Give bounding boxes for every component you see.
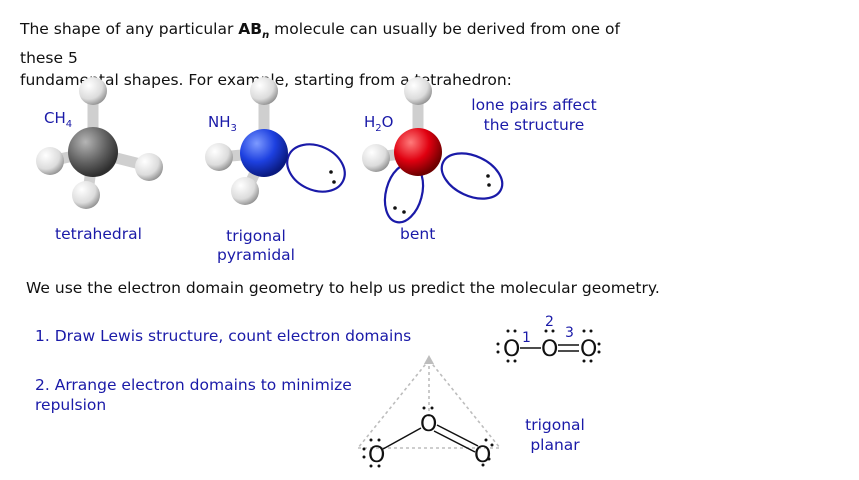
geometry-label-line-2: planar	[530, 436, 580, 454]
step-2-line-2: repulsion	[35, 396, 107, 414]
trigonal-planar-diagram: O O O	[357, 355, 501, 468]
lewis-o-2: O	[541, 337, 558, 362]
formula-h2o-sub: 2	[375, 123, 382, 134]
hydrogen-atom	[79, 77, 107, 105]
planar-o-center: O	[420, 412, 437, 437]
intro-n: n	[262, 30, 270, 42]
lone-pair-note: lone pairs affect the structure	[466, 95, 602, 135]
geometry-label-line-1: trigonal	[525, 416, 585, 434]
domain-number-2: 2	[545, 314, 554, 330]
formula-ch4: CH4	[44, 109, 72, 130]
water-model	[362, 77, 504, 224]
step-2: 2. Arrange electron domains to minimize …	[35, 375, 352, 415]
formula-nh3-sub: 3	[230, 123, 237, 134]
hydrogen-atom	[250, 77, 278, 105]
carbon-atom	[68, 127, 118, 177]
lewis-structure: O O O	[496, 329, 601, 363]
note-line-1: lone pairs affect	[471, 96, 597, 114]
planar-o-left: O	[368, 443, 385, 468]
nitrogen-atom	[240, 129, 288, 177]
intro-paragraph: The shape of any particular ABn molecule…	[20, 18, 620, 91]
formula-nh3: NH3	[208, 113, 237, 134]
lone-pair-lobe	[440, 152, 504, 200]
step-1: 1. Draw Lewis structure, count electron …	[35, 327, 412, 345]
hydrogen-atom	[72, 181, 100, 209]
domain-numbers: 1 2 3	[522, 314, 574, 346]
shape-label-bent: bent	[400, 225, 436, 243]
hydrogen-atom	[404, 77, 432, 105]
hydrogen-atom	[231, 177, 259, 205]
methane-model	[36, 77, 163, 209]
intro-line-1: The shape of any particular ABn molecule…	[20, 18, 620, 69]
formula-ch4-sub: 4	[65, 119, 73, 130]
shape-label-tetrahedral: tetrahedral	[55, 225, 142, 243]
lone-pair-lobe	[286, 143, 346, 193]
shape-label-tp-line1: trigonal	[226, 227, 286, 245]
domain-number-1: 1	[522, 330, 531, 346]
lewis-o-3: O	[580, 337, 597, 362]
oxygen-atom	[394, 128, 442, 176]
shape-label-tp-line2: pyramidal	[217, 246, 295, 264]
step-2-line-1: 2. Arrange electron domains to minimize	[35, 376, 352, 394]
intro-text-a: The shape of any particular	[20, 20, 239, 38]
hydrogen-atom	[362, 144, 390, 172]
edg-sentence: We use the electron domain geometry to h…	[26, 279, 660, 297]
hydrogen-atom	[36, 147, 64, 175]
domain-number-3: 3	[565, 325, 574, 341]
ammonia-model	[205, 77, 346, 205]
hydrogen-atom	[135, 153, 163, 181]
formula-ch4-base: CH	[44, 109, 66, 127]
formula-h2o: H2O	[364, 113, 393, 134]
intro-ab: AB	[238, 20, 263, 38]
note-line-2: the structure	[483, 116, 585, 134]
lewis-o-1: O	[503, 337, 520, 362]
geometry-label: trigonal planar	[517, 415, 593, 455]
formula-h2o-base: H	[364, 113, 376, 131]
formula-nh3-base: NH	[208, 113, 231, 131]
shape-label-trigonal-pyramidal: trigonal pyramidal	[214, 227, 298, 265]
planar-o-right: O	[474, 443, 491, 468]
formula-h2o-end: O	[381, 113, 394, 131]
intro-text-b: molecule can usually be derived from one…	[20, 20, 620, 68]
hydrogen-atom	[205, 143, 233, 171]
